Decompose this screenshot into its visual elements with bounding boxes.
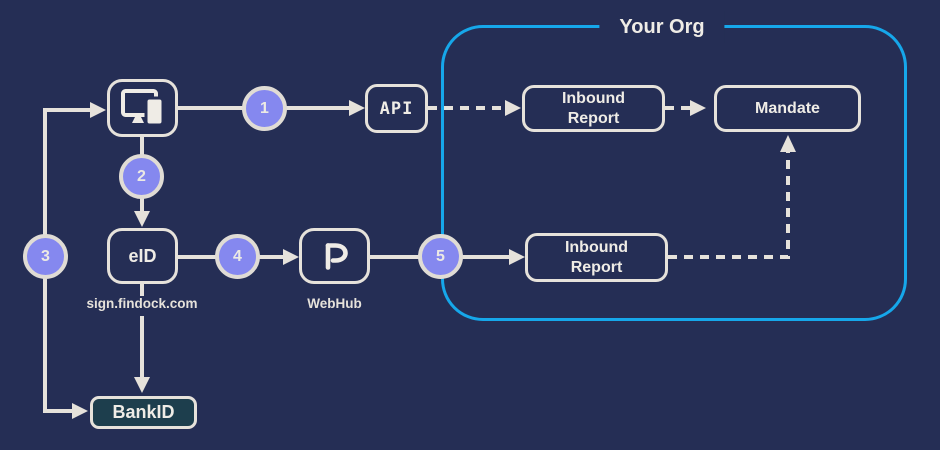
webhub-node	[299, 228, 370, 284]
arrowhead-into-bankid-left	[72, 403, 88, 419]
bankid-label: BankID	[112, 402, 175, 422]
step-1-number: 1	[260, 99, 269, 117]
step-4-number: 4	[233, 247, 242, 265]
arrowhead-into-bankid-top	[134, 377, 150, 393]
arrowhead-into-mandate-left	[690, 100, 706, 116]
step-3-number: 3	[41, 247, 50, 265]
your-org-group: Your Org	[441, 11, 907, 321]
arrowhead-into-inbound-bottom	[509, 249, 525, 265]
arrowhead-into-mandate-bottom	[780, 135, 796, 152]
step-circle-4: 4	[215, 234, 260, 279]
connector-inbound-mandate-elbow-dashed	[668, 152, 790, 259]
arrowhead-into-api	[349, 100, 365, 116]
api-node: API	[365, 84, 428, 133]
webhub-sublabel: WebHub	[307, 296, 362, 311]
step-circle-5: 5	[418, 234, 463, 279]
inbound-report-top-node: Inbound Report	[522, 85, 665, 132]
bankid-node: BankID	[90, 396, 197, 429]
inbound-report-top-line1: Inbound	[561, 90, 626, 108]
step-2-number: 2	[137, 167, 146, 185]
your-org-group-title: Your Org	[599, 11, 725, 43]
inbound-report-bottom-label: Inbound Report	[565, 238, 628, 276]
device-node	[107, 79, 178, 137]
inbound-report-bottom-node: Inbound Report	[525, 233, 668, 282]
mandate-node: Mandate	[714, 85, 861, 132]
step-5-number: 5	[436, 247, 445, 265]
eid-label: eID	[128, 245, 157, 266]
eid-node: eID	[107, 228, 178, 284]
inbound-report-top-line2: Report	[567, 109, 620, 127]
step-circle-2: 2	[119, 154, 164, 199]
devices-icon	[120, 89, 164, 127]
inbound-report-top-label: Inbound Report	[562, 89, 625, 127]
step-circle-1: 1	[242, 86, 287, 131]
inbound-report-bottom-line2: Report	[570, 258, 623, 276]
step-circle-3: 3	[23, 234, 68, 279]
arrowhead-into-eid	[134, 211, 150, 227]
api-label: API	[379, 98, 414, 119]
mandate-label: Mandate	[755, 99, 820, 117]
findock-logo-icon	[325, 243, 348, 270]
arrowhead-into-webhub	[283, 249, 299, 265]
arrowhead-into-inbound-top	[505, 100, 521, 116]
inbound-report-bottom-line1: Inbound	[564, 239, 629, 257]
arrowhead-into-device	[90, 102, 106, 118]
eid-sublabel: sign.findock.com	[86, 296, 198, 311]
